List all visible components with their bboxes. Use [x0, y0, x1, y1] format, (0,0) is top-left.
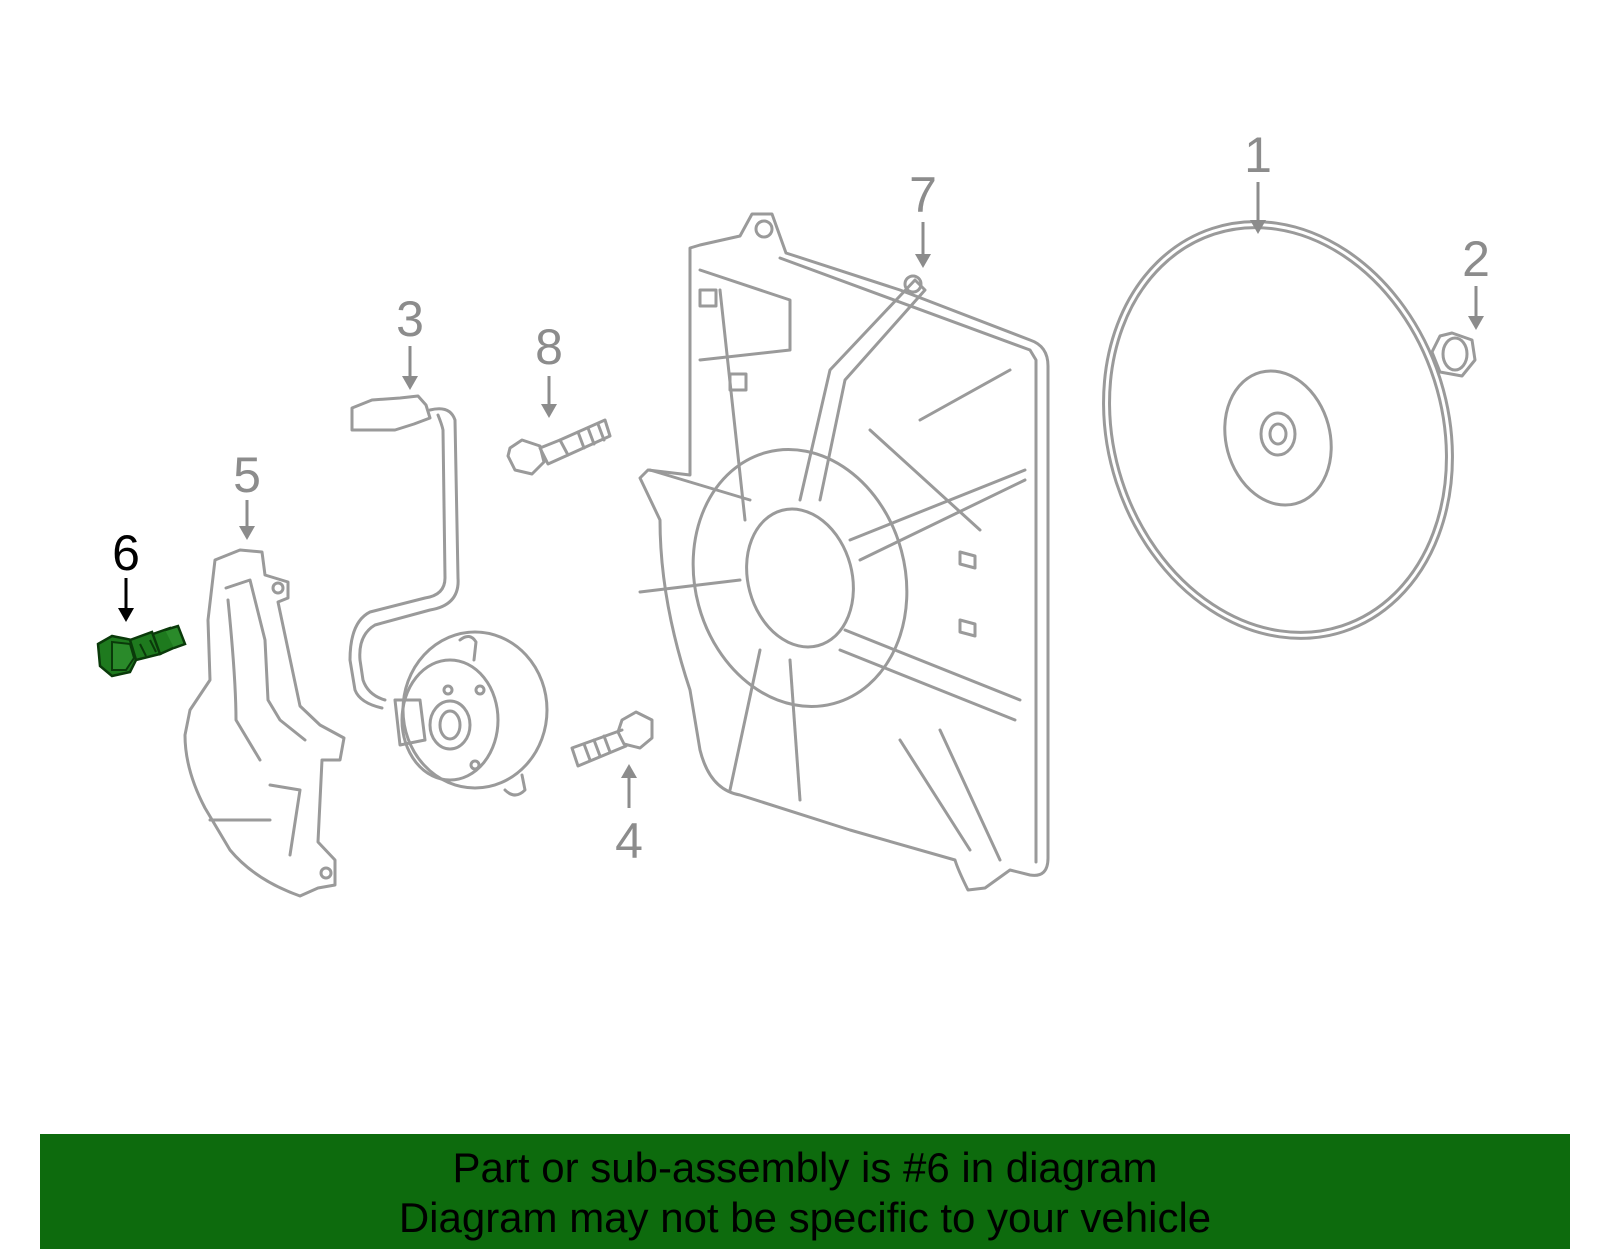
callout-6: 6 [112, 525, 140, 581]
part-3-motor[interactable] [348, 394, 549, 797]
callout-2: 2 [1462, 231, 1490, 287]
callout-7: 7 [909, 167, 937, 223]
callout-8: 8 [535, 319, 563, 375]
part-7-shroud[interactable] [638, 212, 1050, 892]
part-6-bolt-highlighted[interactable] [96, 624, 187, 678]
part-1-fan[interactable] [1051, 176, 1505, 684]
banner-line-disclaimer: Diagram may not be specific to your vehi… [398, 1194, 1212, 1241]
banner-line-part: Part or sub-assembly is #6 in diagram [452, 1144, 1158, 1191]
callout-1: 1 [1244, 127, 1272, 183]
info-banner: Part or sub-assembly is #6 in diagram Di… [40, 1134, 1570, 1249]
part-8-bolt[interactable] [506, 418, 612, 476]
callout-leaders [118, 182, 1484, 808]
part-4-bolt[interactable] [570, 710, 654, 768]
callout-5: 5 [233, 447, 261, 503]
part-5-bracket[interactable] [183, 548, 346, 898]
callout-4: 4 [615, 813, 643, 869]
part-2-nut[interactable] [1430, 331, 1477, 378]
callout-3: 3 [396, 291, 424, 347]
